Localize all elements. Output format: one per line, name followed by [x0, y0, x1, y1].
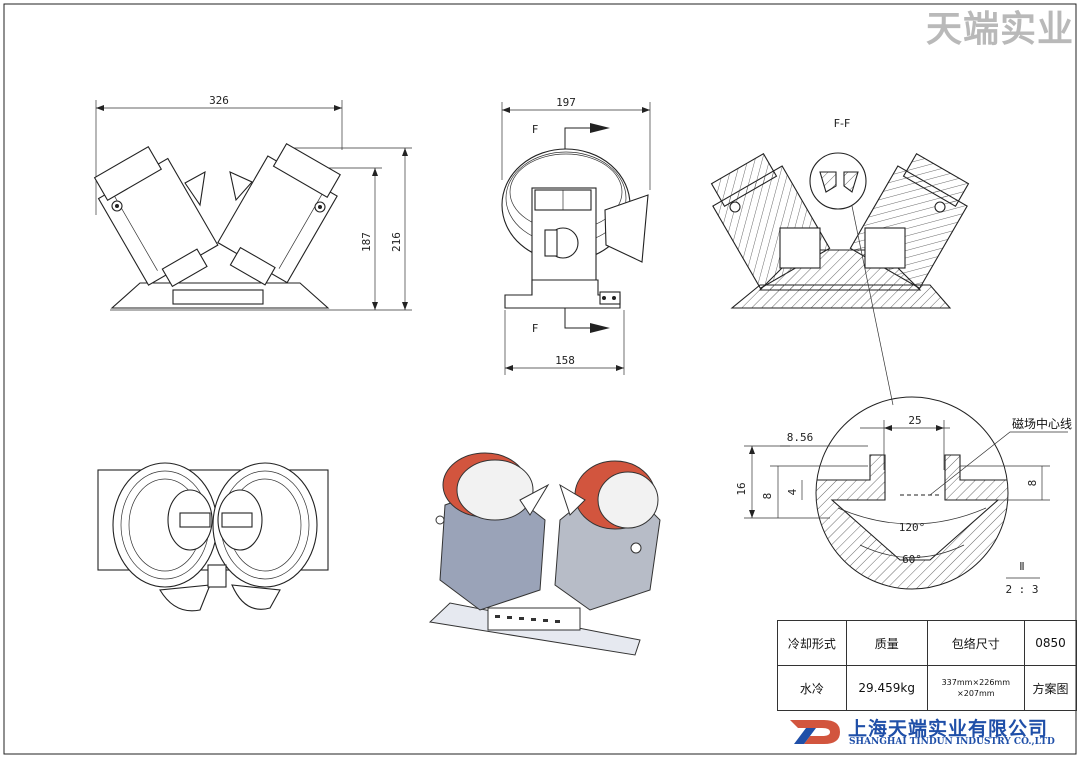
title-block-cooling-value: 水冷: [777, 665, 847, 711]
title-block-stage-value: 方案图: [1024, 665, 1077, 711]
detail-angle-inner: 60°: [902, 553, 922, 566]
company-name-cn: 上海天端实业有限公司: [848, 718, 1049, 740]
title-block-header-mass: 质量: [845, 620, 928, 666]
title-block: 冷却形式 质量 包络尺寸 0850 水冷 29.459kg 337mm×226m…: [777, 620, 1078, 754]
company-name-en: SHANGHAI TINDUN INDUSTRY CO.,LTD: [849, 737, 1055, 747]
side-base-dim: 158: [555, 354, 575, 367]
detail-angle-outer: 120°: [899, 521, 926, 534]
envelope-line-1: 337mm×226mm: [941, 678, 1011, 687]
iso-view: [428, 452, 661, 656]
side-view: 197 F F 158: [501, 96, 651, 375]
detail-dim-8-left: 8: [761, 493, 774, 500]
title-block-envelope-value: 337mm×226mm ×207mm: [926, 665, 1026, 711]
detail-gap-dim: 25: [908, 414, 921, 427]
section-view: F-F: [710, 117, 970, 406]
detail-dim-8-right: 8: [1026, 480, 1039, 487]
detail-view: 25 8.56 16 8 4 8 120° 60° 磁场中心线 Ⅱ 2 : 3: [735, 396, 1072, 596]
detail-height-dim: 16: [735, 482, 748, 495]
magnetic-centerline-annotation: 磁场中心线: [1012, 416, 1072, 431]
section-title: F-F: [834, 117, 851, 130]
top-view: [97, 462, 329, 612]
title-block-mass-value: 29.459kg: [845, 665, 928, 711]
detail-scale: 2 : 3: [1005, 583, 1038, 596]
title-block-header-cooling: 冷却形式: [777, 620, 847, 666]
front-height-dim-1: 187: [360, 232, 373, 252]
envelope-line-2: ×207mm: [957, 689, 995, 698]
company-logo-icon: [790, 720, 840, 744]
detail-id: Ⅱ: [1019, 560, 1024, 573]
front-view: 326 187 216: [93, 94, 412, 311]
title-block-drawing-number: 0850: [1024, 620, 1077, 666]
side-width-dim: 197: [556, 96, 576, 109]
company-banner: 上海天端实业有限公司 SHANGHAI TINDUN INDUSTRY CO.,…: [786, 712, 1076, 752]
front-height-dim-2: 216: [390, 232, 403, 252]
section-mark-top: F: [532, 123, 538, 136]
detail-dim-4: 4: [786, 488, 799, 495]
detail-offset-dim: 8.56: [787, 431, 814, 444]
section-mark-bottom: F: [532, 322, 538, 335]
front-width-dim: 326: [209, 94, 229, 107]
sheet-border: [3, 3, 1077, 755]
watermark-logo-text: 天端实业: [925, 9, 1074, 50]
title-block-header-envelope: 包络尺寸: [926, 620, 1026, 666]
